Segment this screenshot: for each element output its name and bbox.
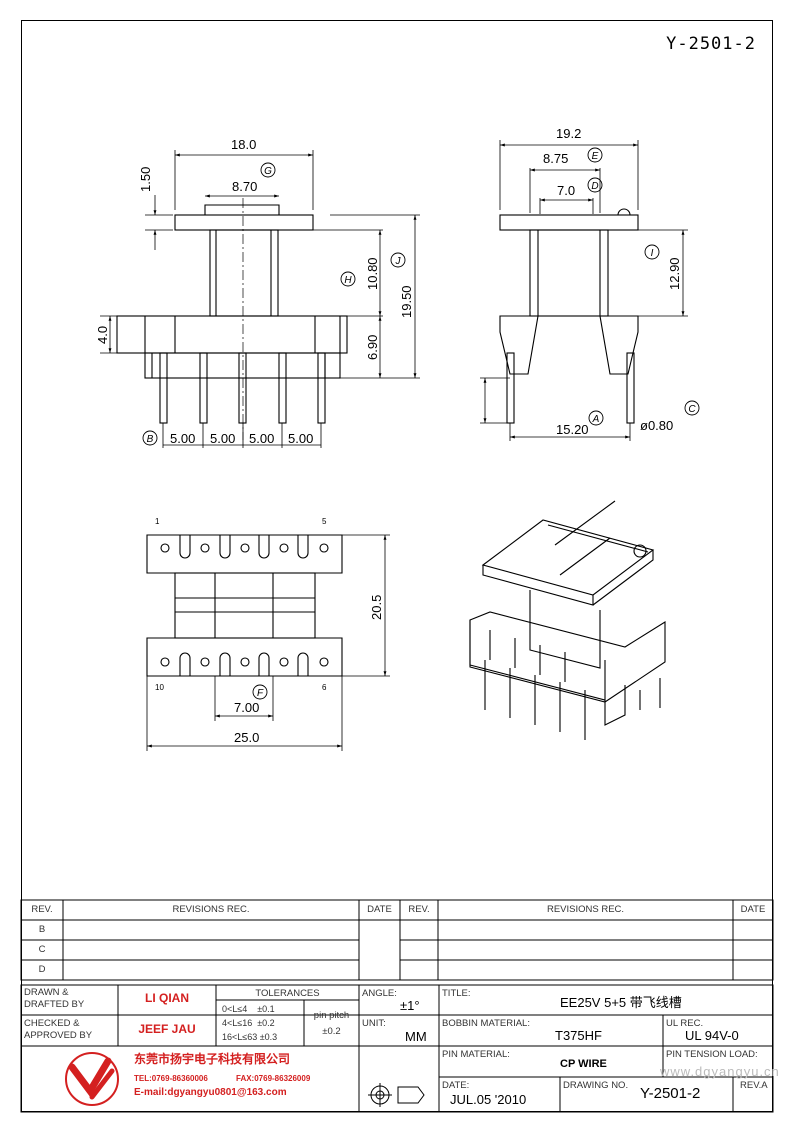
dim-text: 5.00 xyxy=(210,431,235,446)
dim-text: 10.80 xyxy=(365,257,380,290)
marker-b: B xyxy=(147,434,154,445)
title-label: TITLE: xyxy=(442,988,471,999)
pin-tension-label: PIN TENSION LOAD: xyxy=(666,1049,758,1060)
dimension-labels: 18.0 8.70 1.50 10.80 19.50 4.0 6.90 5.00… xyxy=(95,126,682,745)
watermark: www.dgyangyu.cn xyxy=(660,1064,780,1079)
company-email: E-mail:dgyangyu0801@163.com xyxy=(134,1087,287,1098)
drawing-no-label: DRAWING NO. xyxy=(563,1080,629,1091)
marker-i: I xyxy=(651,248,654,259)
marker-j: J xyxy=(395,256,402,267)
dim-text: 8.75 xyxy=(543,151,568,166)
marker-f: F xyxy=(257,688,264,699)
dim-text: 19.50 xyxy=(399,285,414,318)
dim-text: 5.00 xyxy=(288,431,313,446)
drawing-number-top: Y-2501-2 xyxy=(666,34,756,54)
pin-number: 1 xyxy=(155,517,160,526)
dim-text: 15.20 xyxy=(556,422,589,437)
dim-text: ø0.80 xyxy=(640,418,673,433)
ul-value: UL 94V-0 xyxy=(685,1028,739,1043)
rev-value: REV.A xyxy=(740,1080,768,1091)
date-header: DATE xyxy=(367,904,392,915)
marker-e: E xyxy=(592,151,599,162)
pin-number: 10 xyxy=(155,683,164,692)
checked-value: JEEF JAU xyxy=(138,1022,196,1036)
dim-text: 8.70 xyxy=(232,179,257,194)
company-name: 东莞市扬宇电子科技有限公司 xyxy=(134,1052,291,1066)
marker-d: D xyxy=(591,181,598,192)
dim-text: 19.2 xyxy=(556,126,581,141)
pin-pitch-value: ±0.2 xyxy=(322,1026,341,1037)
marker-c: C xyxy=(688,404,696,415)
company-fax: FAX:0769-86326009 xyxy=(236,1074,311,1083)
rev-header: REV. xyxy=(31,904,53,915)
angle-value: ±1° xyxy=(400,998,420,1013)
dim-text: 18.0 xyxy=(231,137,256,152)
dim-text: 5.00 xyxy=(249,431,274,446)
title-value: EE25V 5+5 带飞线槽 xyxy=(560,995,682,1010)
rev-row-label: D xyxy=(38,964,46,975)
dim-text: 25.0 xyxy=(234,730,259,745)
marker-g: G xyxy=(264,166,272,177)
pin-pitch-label: pin pitch xyxy=(313,1010,350,1021)
rev-row-label: C xyxy=(38,944,46,955)
revisions-header: REVISIONS REC. xyxy=(172,904,250,915)
company-logo xyxy=(65,1052,119,1106)
revisions-header: REVISIONS REC. xyxy=(546,904,625,915)
marker-h: H xyxy=(344,275,352,286)
isometric-view xyxy=(469,500,666,740)
tolerance-row: 4<L≤16 ±0.2 xyxy=(222,1018,275,1028)
top-view xyxy=(146,534,390,751)
dim-text: 6.90 xyxy=(365,335,380,360)
date-label: DATE: xyxy=(442,1080,470,1091)
date-value: JUL.05 '2010 xyxy=(450,1092,527,1107)
drawn-value: LI QIAN xyxy=(145,991,189,1005)
rev-row-label: B xyxy=(38,924,46,935)
unit-value: MM xyxy=(405,1029,427,1044)
pin-material-label: PIN MATERIAL: xyxy=(442,1049,510,1060)
pin-number: 6 xyxy=(322,683,327,692)
dim-text: 7.00 xyxy=(234,700,259,715)
tolerance-row: 0<L≤4 ±0.1 xyxy=(222,1004,275,1014)
unit-label: UNIT: xyxy=(362,1018,386,1029)
pin-number: 5 xyxy=(322,517,327,526)
bobbin-value: T375HF xyxy=(555,1028,602,1043)
bobbin-label: BOBBIN MATERIAL: xyxy=(442,1018,530,1029)
angle-label: ANGLE: xyxy=(362,988,397,999)
company-tel: TEL:0769-86360006 xyxy=(134,1074,208,1083)
markers: G H J B E D I A C F xyxy=(142,147,700,700)
tolerances-label: TOLERANCES xyxy=(255,988,320,999)
checked-label: CHECKED & APPROVED BY xyxy=(24,1018,93,1041)
drawing-no-value: Y-2501-2 xyxy=(640,1085,701,1102)
side-view xyxy=(480,140,688,441)
dim-text: 12.90 xyxy=(667,257,682,290)
pin-material-value: CP WIRE xyxy=(560,1058,607,1070)
date-header: DATE xyxy=(740,904,766,915)
dim-text: 5.00 xyxy=(170,431,195,446)
drawn-label: DRAWN & DRAFTED BY xyxy=(24,987,85,1010)
marker-a: A xyxy=(592,414,600,425)
technical-drawing: 18.0 8.70 1.50 10.80 19.50 4.0 6.90 5.00… xyxy=(95,126,700,751)
rev-header: REV. xyxy=(408,904,430,915)
tolerance-row: 16<L≤63 ±0.3 xyxy=(222,1032,278,1042)
ul-label: UL REC. xyxy=(666,1018,704,1029)
dim-text: 20.5 xyxy=(369,595,384,620)
dim-text: 1.50 xyxy=(138,167,153,192)
dim-text: 7.0 xyxy=(557,183,575,198)
dim-text: 4.0 xyxy=(95,326,110,344)
front-view xyxy=(100,150,420,448)
